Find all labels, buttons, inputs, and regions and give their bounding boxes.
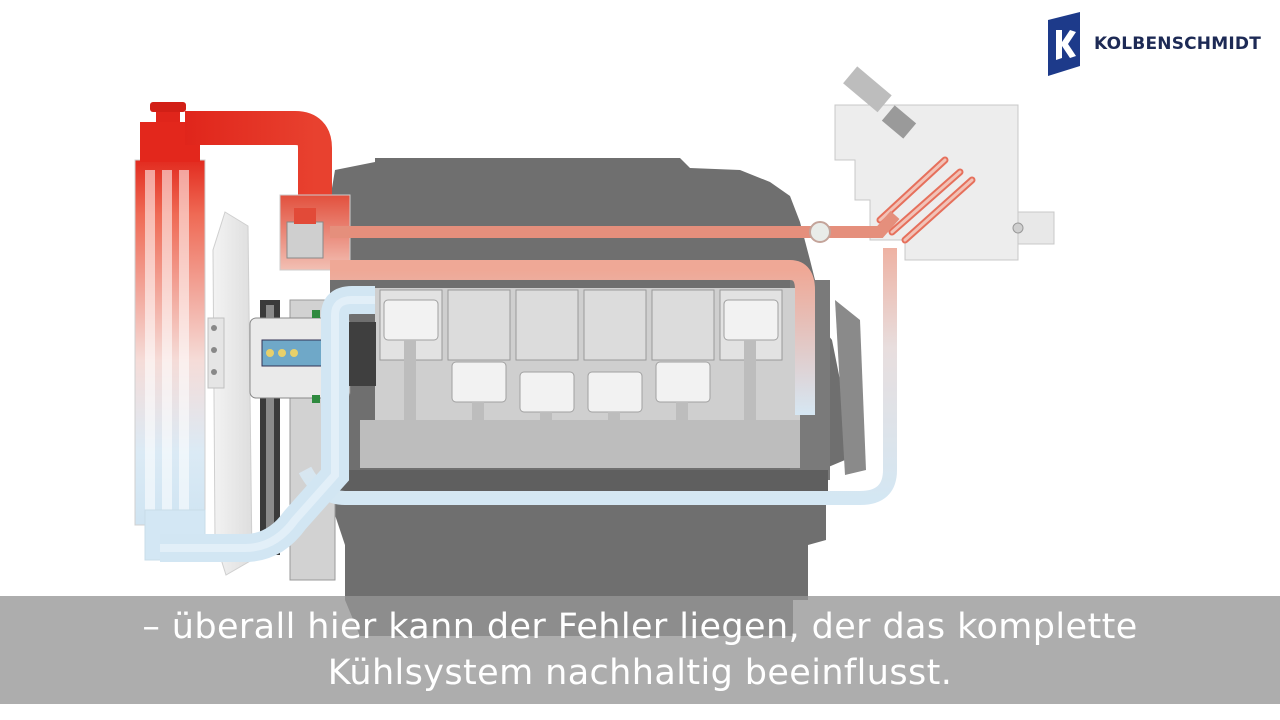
subtitle-line-2: Kühlsystem nachhaltig beeinflusst. bbox=[327, 653, 953, 693]
cylinder-4 bbox=[583, 289, 647, 462]
subtitle-caption: – überall hier kann der Fehler liegen, d… bbox=[0, 596, 1280, 704]
heater-core bbox=[834, 66, 1055, 261]
warm-coolant-line bbox=[330, 211, 900, 415]
cylinder-1 bbox=[379, 289, 443, 460]
brand-logo: KOLBENSCHMIDT bbox=[1044, 12, 1261, 76]
brand-name: KOLBENSCHMIDT bbox=[1094, 34, 1261, 54]
thermostat bbox=[279, 194, 351, 271]
cold-coolant-line bbox=[160, 286, 375, 562]
crankcase bbox=[360, 288, 800, 468]
cylinder-2 bbox=[447, 289, 511, 462]
fan bbox=[207, 211, 253, 576]
cylinders bbox=[379, 289, 783, 462]
cylinder-5 bbox=[651, 289, 715, 462]
kolbenschmidt-logo-icon bbox=[1048, 12, 1080, 76]
radiator bbox=[134, 159, 206, 561]
cylinder-6 bbox=[719, 289, 783, 460]
hot-coolant-line bbox=[185, 111, 332, 215]
subtitle-line-1: – überall hier kann der Fehler liegen, d… bbox=[142, 607, 1138, 647]
cylinder-3 bbox=[515, 289, 579, 462]
